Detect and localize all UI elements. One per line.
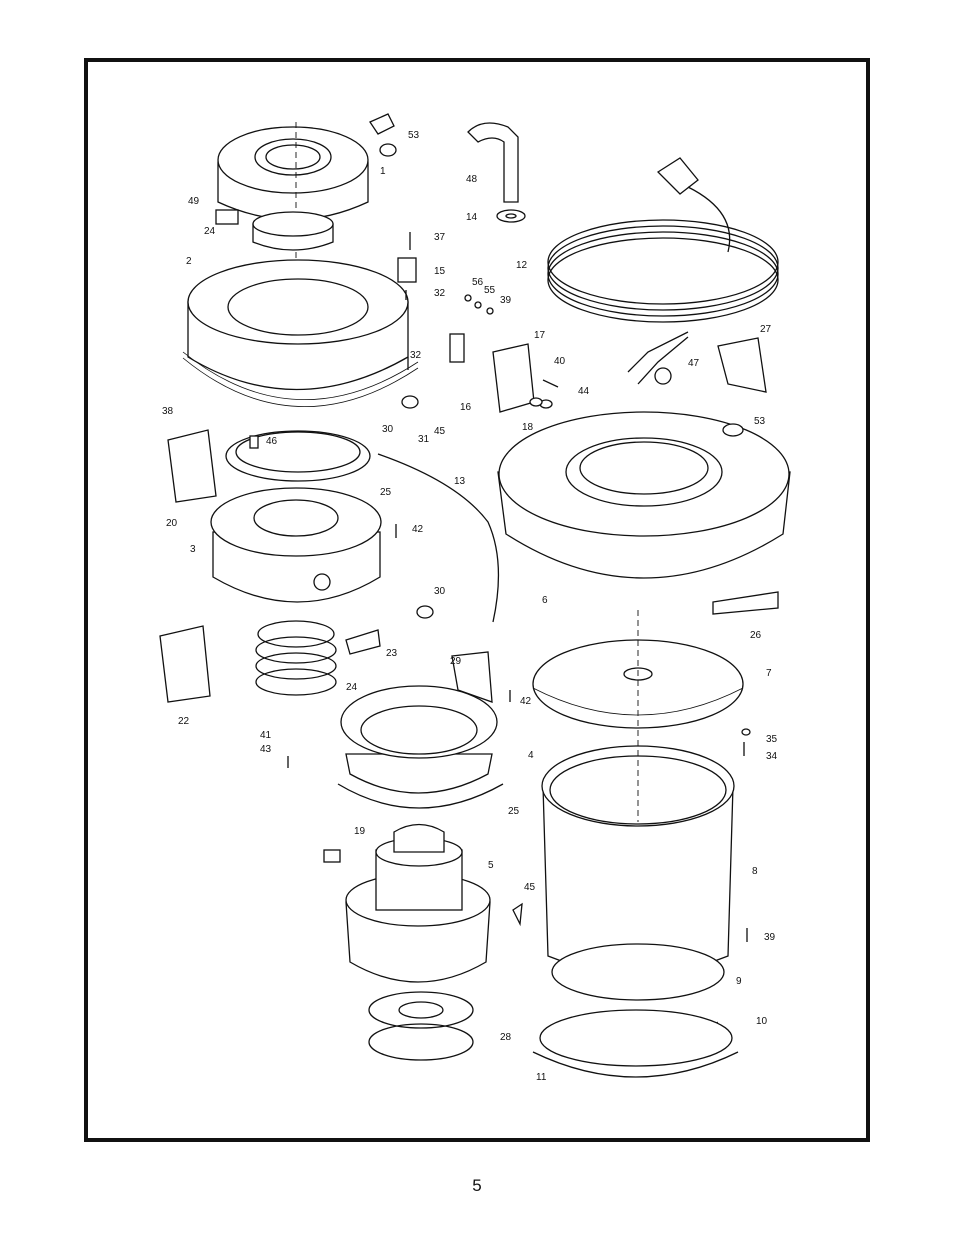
part-bottom-filter	[532, 943, 739, 1078]
part-47	[654, 367, 672, 385]
callout-24a: 24	[204, 226, 216, 237]
callout-16: 16	[460, 402, 472, 413]
callout-10: 10	[756, 1016, 768, 1027]
callout-53a: 53	[408, 130, 420, 141]
callout-39a: 39	[500, 295, 512, 306]
part-block-22	[159, 625, 211, 703]
callout-8: 8	[752, 866, 758, 877]
callout-55: 55	[484, 285, 496, 296]
callout-28: 28	[500, 1032, 512, 1043]
callout-7: 7	[766, 668, 772, 679]
part-switch-housing	[492, 343, 535, 413]
callout-17: 17	[534, 330, 546, 341]
callout-35: 35	[766, 734, 778, 745]
part-49	[215, 209, 239, 225]
callout-37: 37	[434, 232, 446, 243]
callout-45b: 45	[524, 882, 536, 893]
callout-13: 13	[454, 476, 466, 487]
callout-38: 38	[162, 406, 174, 417]
part-gasket-top	[252, 211, 334, 251]
part-23	[345, 629, 381, 655]
callout-2: 2	[186, 256, 192, 267]
part-power-cord	[547, 157, 779, 385]
callout-25b: 25	[508, 806, 520, 817]
callout-43: 43	[260, 744, 272, 755]
callout-49: 49	[188, 196, 200, 207]
callout-12: 12	[516, 260, 528, 271]
part-spring-gaskets	[255, 620, 337, 696]
callout-44: 44	[578, 386, 590, 397]
callout-32b: 32	[410, 350, 422, 361]
callout-20: 20	[166, 518, 178, 529]
part-side-panel	[717, 337, 767, 393]
callout-25a: 25	[380, 487, 392, 498]
part-upper-shell	[182, 259, 419, 408]
exploded-parts-diagram: 1 2 3 4 5 6 7 8 9 10 11 12 13 14 15 16 1…	[159, 113, 791, 1083]
part-switch	[449, 333, 465, 363]
part-28	[368, 991, 474, 1061]
callout-14: 14	[466, 212, 478, 223]
callout-41: 41	[260, 730, 272, 741]
callout-19: 19	[354, 826, 366, 837]
callout-47: 47	[688, 358, 700, 369]
callout-3: 3	[190, 544, 196, 555]
page-number: 5	[472, 1176, 482, 1195]
callout-4: 4	[528, 750, 534, 761]
callout-42a: 42	[412, 524, 424, 535]
callout-45a: 45	[434, 426, 446, 437]
part-top-cover	[217, 122, 369, 302]
diagram-frame: 1 2 3 4 5 6 7 8 9 10 11 12 13 14 15 16 1…	[84, 58, 870, 1142]
callout-23: 23	[386, 648, 398, 659]
part-elbow-fitting	[369, 113, 397, 157]
callout-22: 22	[178, 716, 190, 727]
callout-9: 9	[736, 976, 742, 987]
callout-42b: 42	[520, 696, 532, 707]
callout-32a: 32	[434, 288, 446, 299]
callout-18: 18	[522, 422, 534, 433]
callout-26: 26	[750, 630, 762, 641]
part-main-housing	[497, 411, 791, 615]
callout-6: 6	[542, 595, 548, 606]
callout-labels: 1 2 3 4 5 6 7 8 9 10 11 12 13 14 15 16 1…	[162, 130, 778, 1083]
callout-30a: 30	[382, 424, 394, 435]
callout-40: 40	[554, 356, 566, 367]
part-motor	[323, 823, 491, 983]
part-hose-elbow	[467, 122, 526, 223]
callout-34: 34	[766, 751, 778, 762]
callout-24b: 24	[346, 682, 358, 693]
callout-39b: 39	[764, 932, 776, 943]
part-lower-ring	[287, 685, 511, 809]
part-29	[451, 651, 493, 703]
callout-15: 15	[434, 266, 446, 277]
callout-53b: 53	[754, 416, 766, 427]
part-wire	[377, 453, 500, 623]
callout-46: 46	[266, 436, 278, 447]
callout-1: 1	[380, 166, 386, 177]
callout-48: 48	[466, 174, 478, 185]
callout-27: 27	[760, 324, 772, 335]
callout-11: 11	[536, 1072, 547, 1083]
callout-56: 56	[472, 277, 484, 288]
part-tank	[541, 610, 735, 975]
part-motor-housing	[210, 487, 397, 603]
callout-29: 29	[450, 656, 462, 667]
part-bracket	[397, 232, 417, 370]
part-block-20	[167, 429, 217, 503]
callout-31: 31	[418, 434, 430, 445]
callout-5: 5	[488, 860, 494, 871]
callout-30b: 30	[434, 586, 446, 597]
part-gasket-25	[225, 430, 371, 482]
